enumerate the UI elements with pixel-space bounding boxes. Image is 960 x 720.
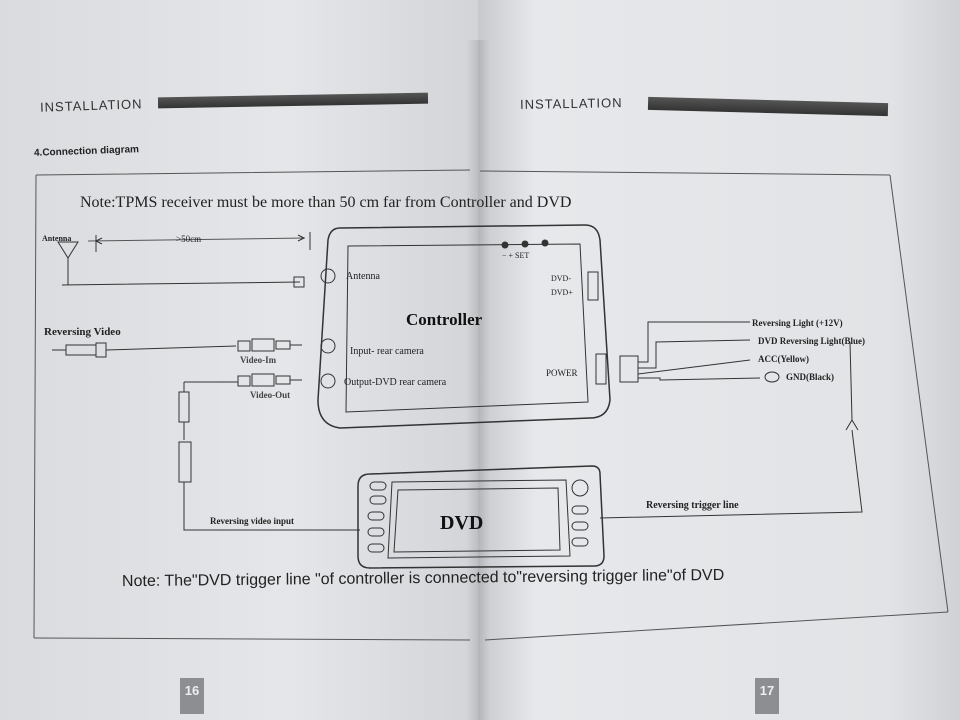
reversing-light-label: Reversing Light (+12V) [752,318,843,328]
page-number-right: 17 [755,678,779,714]
antenna-label: Antenna [42,234,72,243]
controller-power-label: POWER [546,368,578,378]
controller-label: Controller [406,310,483,329]
left-page [0,0,480,720]
reversing-trigger-line-label: Reversing trigger line [646,500,739,511]
reversing-video-label: Reversing Video [44,326,121,338]
video-in-label: Video-Im [240,355,277,365]
page-number-left: 16 [180,678,204,714]
controller-buttons-label: − + SET [502,251,530,260]
controller-dvd-minus-label: DVD- [551,274,571,283]
right-page [478,0,960,720]
note-top: Note:TPMS receiver must be more than 50 … [80,194,572,211]
distance-label: >50cm [176,234,202,244]
controller-dvd-plus-label: DVD+ [551,288,573,297]
controller-input-label: Input- rear camera [350,346,424,357]
dvd-label: DVD [440,512,484,534]
video-out-label: Video-Out [250,390,291,400]
reversing-video-input-label: Reversing video input [210,516,295,526]
controller-antenna-label: Antenna [346,271,380,282]
gnd-label: GND(Black) [786,372,834,382]
dvd-reversing-light-label: DVD Reversing Light(Blue) [758,336,865,346]
acc-label: ACC(Yellow) [758,354,809,364]
book-gutter [466,40,490,720]
controller-output-label: Output-DVD rear camera [344,377,447,388]
